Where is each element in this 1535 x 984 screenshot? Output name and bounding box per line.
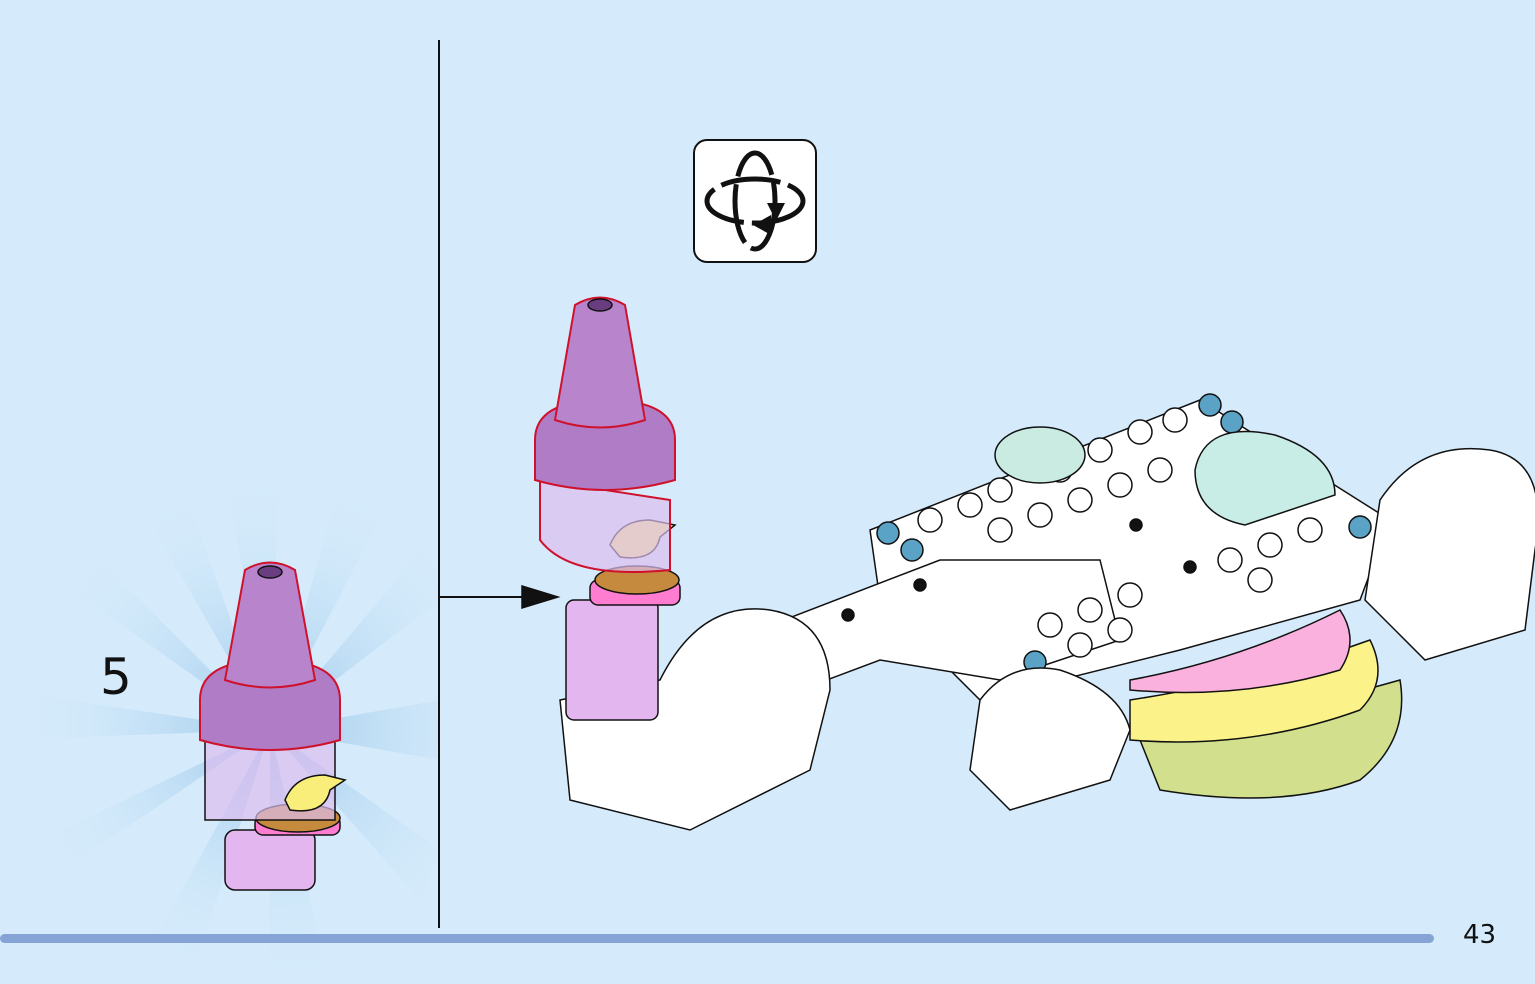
step-divider xyxy=(438,40,440,928)
page-number: 43 xyxy=(1463,920,1497,950)
rotate-model-icon xyxy=(693,139,817,263)
page-progress-bar xyxy=(0,934,1434,943)
step-number: 5 xyxy=(100,648,132,706)
placement-arrow-icon xyxy=(440,584,561,610)
